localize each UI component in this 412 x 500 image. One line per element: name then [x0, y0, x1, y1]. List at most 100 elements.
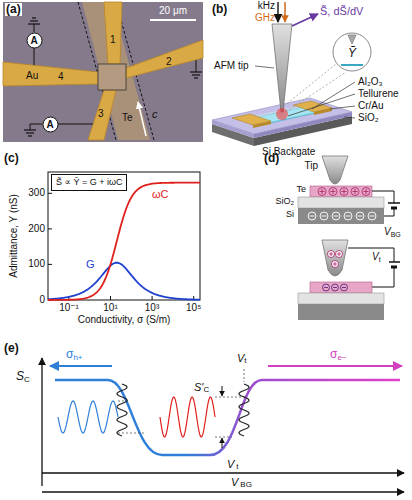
leader-line	[330, 106, 355, 109]
hole-charge	[318, 188, 326, 196]
electron-charge	[356, 212, 364, 220]
inset-outline	[333, 33, 371, 71]
inset-circle: Ỹ	[332, 32, 372, 72]
hole-charge	[351, 188, 359, 196]
carrier-arrow	[268, 365, 402, 367]
leader-line	[344, 117, 355, 118]
hole-charge	[340, 188, 348, 196]
electron-charge	[368, 212, 376, 220]
ground-symbol	[30, 20, 38, 21]
wire	[372, 267, 394, 287]
wire	[58, 124, 93, 125]
ground-symbol	[32, 17, 36, 18]
electron-charge	[358, 216, 363, 217]
zoom-line	[286, 72, 346, 112]
meter-letter: A	[30, 35, 37, 46]
si-layer	[298, 208, 384, 224]
sio2-layer	[298, 293, 384, 304]
afm-tip	[322, 156, 348, 184]
ground-symbol	[28, 135, 32, 136]
carrier-label: σ	[330, 348, 337, 361]
subscript: BG	[391, 231, 401, 239]
ground-symbol	[190, 71, 202, 72]
formula-text: S̃ ∝ Ỹ = G + iωC	[56, 177, 122, 187]
layer-label: SiO₂	[358, 112, 379, 123]
battery-symbol	[391, 266, 397, 269]
electrode-number: 1	[110, 34, 116, 45]
voltage-label: V	[237, 352, 244, 364]
axis-title: V	[230, 476, 239, 488]
hole-charge	[344, 189, 345, 194]
tip-glow	[276, 108, 288, 120]
zoom-line	[284, 64, 346, 112]
carrier-arrow	[50, 365, 112, 367]
hole-charge	[355, 189, 356, 194]
hole-charge	[366, 189, 367, 194]
hole-charge	[339, 252, 340, 256]
electron-charge	[370, 216, 375, 217]
axis-tick	[152, 296, 153, 300]
device-channel	[98, 64, 126, 90]
wire	[34, 24, 35, 32]
tellurene-layer	[341, 64, 363, 66]
subscript: e−	[337, 354, 346, 363]
wire	[34, 48, 35, 65]
electron-charge	[320, 212, 328, 220]
electron-charge	[346, 216, 351, 217]
zoom-line	[284, 64, 336, 106]
carrier-label: σ	[66, 348, 73, 361]
amplitude-arrow	[222, 386, 223, 396]
part-label: AFM tip	[214, 60, 248, 71]
signal-arrow	[284, 2, 286, 22]
gold-electrode	[253, 121, 271, 128]
tellurene-layer	[310, 186, 372, 197]
tick-label: 10⁻¹	[59, 302, 79, 313]
axis-tick	[48, 193, 52, 194]
subscript: C	[24, 376, 30, 385]
electron-charge	[332, 212, 340, 220]
hole-charge	[331, 252, 332, 256]
data-curve	[48, 183, 200, 300]
electron-charge	[341, 284, 348, 291]
wire	[348, 248, 394, 262]
signal-schematic	[42, 358, 404, 492]
panel-label: (d)	[264, 152, 279, 165]
axis-line	[42, 472, 404, 473]
sio2-layer	[298, 197, 384, 208]
panel-label: (e)	[4, 342, 19, 355]
meter-outline	[27, 33, 42, 48]
electron-charge	[334, 216, 339, 217]
hole-charge	[332, 261, 339, 268]
tick-label: 10⁵	[186, 302, 201, 313]
hole-charge	[329, 188, 337, 196]
subscript: t	[379, 256, 381, 264]
hole-charge	[333, 189, 334, 194]
hole-charge	[328, 251, 335, 258]
electron-charge	[324, 287, 328, 288]
ground-symbol	[26, 132, 34, 133]
conductance-curve	[48, 263, 200, 300]
axis-label: c	[152, 108, 158, 120]
response-wave	[160, 397, 215, 437]
electrode-number: 3	[98, 108, 104, 119]
modulation-wave	[117, 384, 127, 436]
axis-arrow	[138, 102, 146, 136]
wire	[372, 191, 394, 203]
ammeter-symbol: A	[42, 116, 59, 133]
layer-label: Al₂O₃	[358, 76, 383, 87]
plot-frame	[48, 172, 200, 300]
gold-electrode	[104, 2, 122, 64]
subscript: C	[203, 386, 209, 395]
signal-label: kHz	[258, 0, 275, 11]
admittance-symbol: Ỹ	[348, 47, 356, 60]
electron-charge	[322, 216, 327, 217]
afm-tip	[348, 35, 356, 44]
scale-label: 20 μm	[159, 5, 187, 16]
subscript: t	[244, 357, 246, 366]
ground-symbol	[24, 129, 36, 130]
afm-tip	[322, 240, 348, 276]
capacitance-curve	[48, 183, 200, 300]
micrograph	[3, 2, 203, 142]
hole-charge	[328, 251, 343, 268]
